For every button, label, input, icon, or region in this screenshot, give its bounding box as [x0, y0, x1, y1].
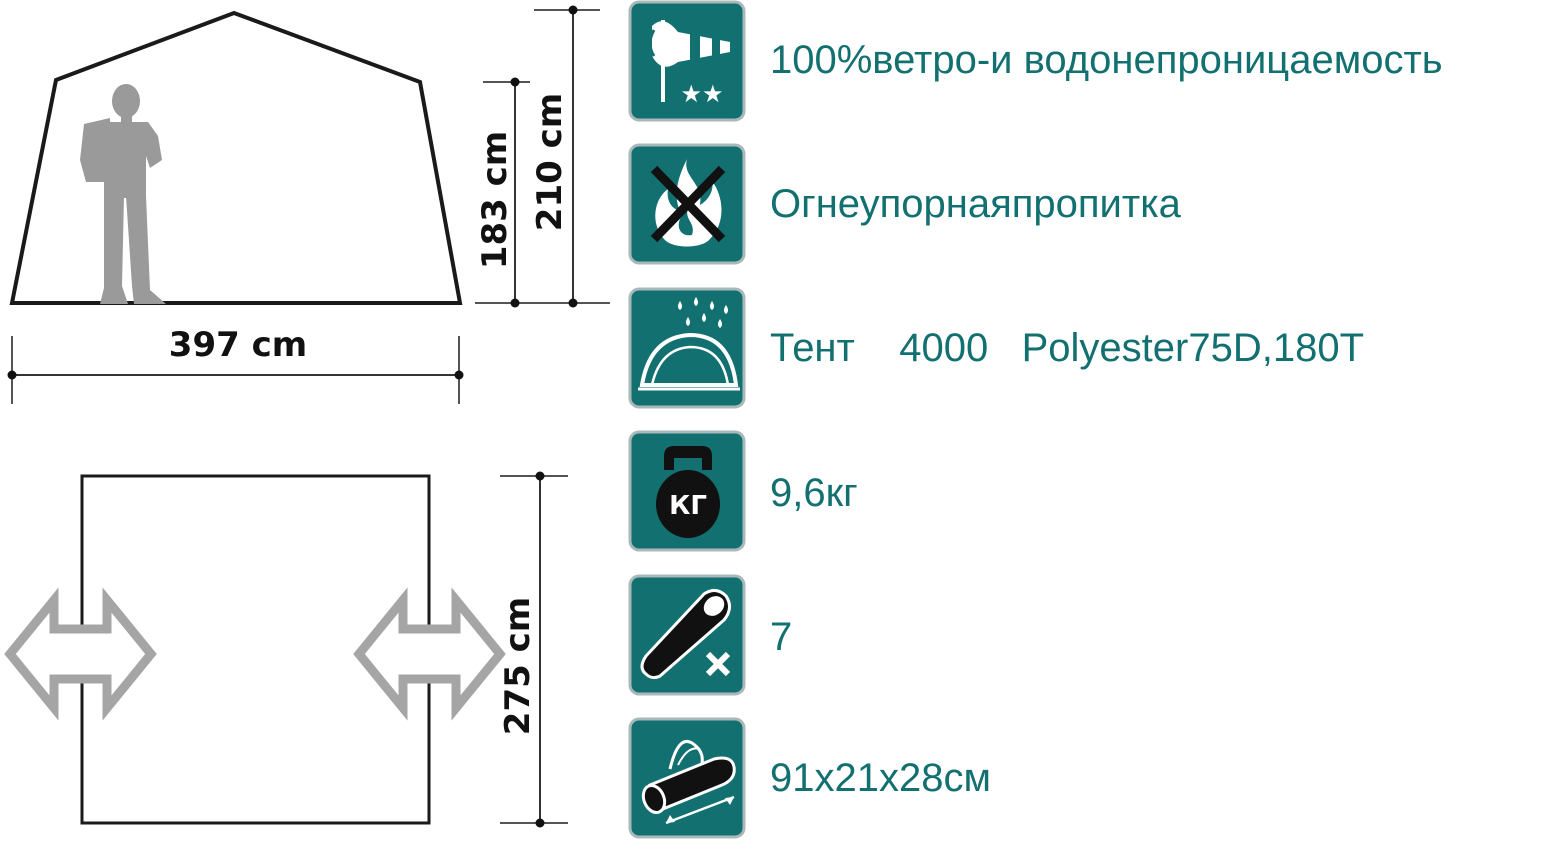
- waterproof-dome-icon: [628, 287, 746, 409]
- feature-text-windproof: 100%ветро-и водонепроницаемость: [770, 38, 1443, 82]
- tent-side-outline: [9, 10, 463, 305]
- feature-text-fire-retardant: Огнеупорнаяпропитка: [770, 182, 1181, 226]
- feature-text-capacity: 7: [770, 615, 793, 659]
- depth-dimension: 275 cm: [498, 471, 568, 828]
- kettlebell-weight-icon: КГ: [628, 430, 746, 552]
- weight-unit-label: КГ: [669, 491, 707, 521]
- tent-side-view: [9, 10, 463, 305]
- fire-retardant-icon: [628, 143, 746, 265]
- feature-text-weight: 9,6кг: [770, 471, 858, 515]
- feature-text-fabric: Тент 4000 Polyester75D,180T: [770, 326, 1365, 370]
- svg-text:★★: ★★: [680, 80, 723, 108]
- feature-text-pack-size: 91x21x28см: [770, 756, 991, 800]
- height-dimensions: 183 cm 210 cm: [475, 5, 610, 308]
- person-silhouette: [80, 84, 166, 304]
- depth-label: 275 cm: [498, 597, 538, 735]
- width-dimension: 397 cm: [7, 325, 464, 404]
- total-height-label: 210 cm: [530, 93, 570, 231]
- feature-icons: ★★ КГ: [628, 0, 746, 839]
- entrance-arrow-icon: [353, 587, 506, 721]
- entrance-arrow-icon: [4, 587, 157, 721]
- windsock-icon: ★★: [628, 0, 746, 122]
- sleeping-bag-icon: [628, 574, 746, 696]
- width-label: 397 cm: [169, 325, 307, 365]
- carry-bag-icon: [628, 717, 746, 839]
- tent-top-view: [4, 474, 506, 825]
- person-height-label: 183 cm: [475, 131, 515, 269]
